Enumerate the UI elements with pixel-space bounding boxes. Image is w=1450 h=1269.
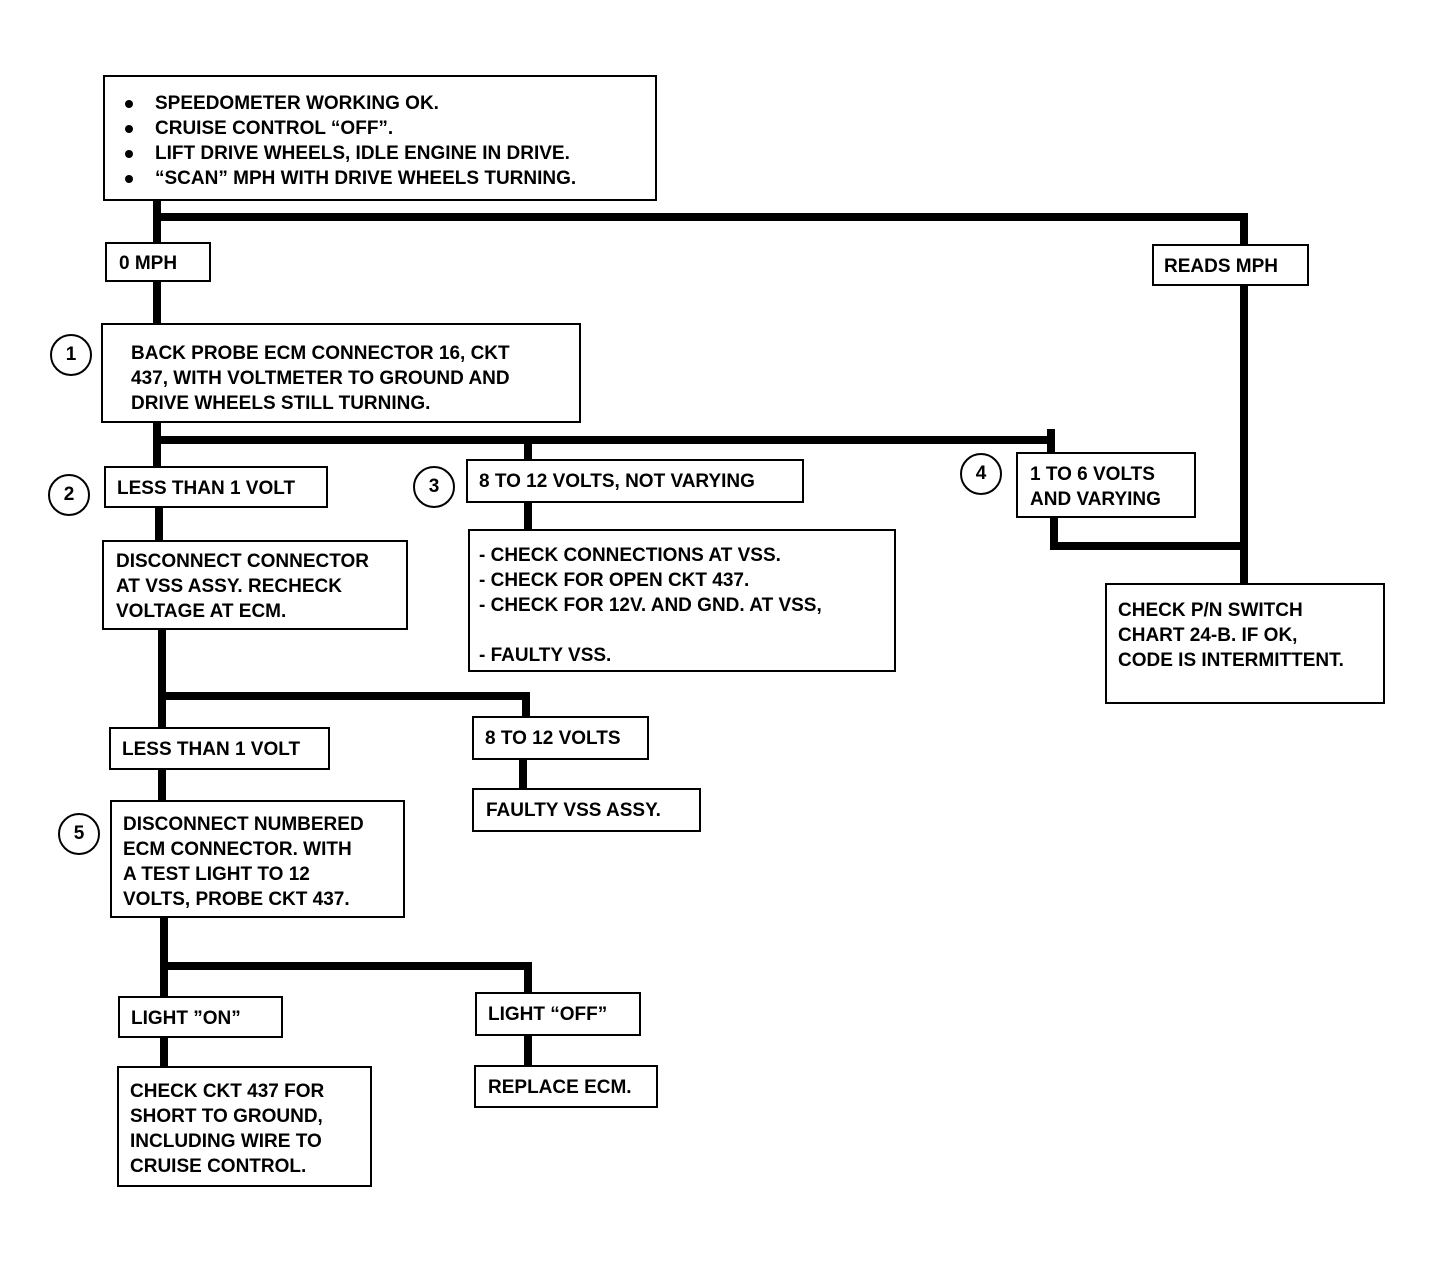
faulty-vss-assy-label: FAULTY VSS ASSY. [486, 800, 661, 821]
step-1-marker: 1 [50, 334, 92, 376]
condition-item: CRUISE CONTROL “OFF”. [115, 116, 655, 141]
less-than-1-volt-label: LESS THAN 1 VOLT [122, 739, 301, 760]
step-3-box: 8 TO 12 VOLTS, NOT VARYING [466, 459, 804, 503]
vss-checks-box: - CHECK CONNECTIONS AT VSS. - CHECK FOR … [468, 529, 896, 672]
disconnect-vss-box: DISCONNECT CONNECTOR AT VSS ASSY. RECHEC… [102, 540, 408, 630]
start-conditions-box: SPEEDOMETER WORKING OK. CRUISE CONTROL “… [103, 75, 657, 201]
condition-item: LIFT DRIVE WHEELS, IDLE ENGINE IN DRIVE. [115, 141, 655, 166]
connector-line [158, 768, 166, 802]
vss-check-line [479, 618, 894, 643]
eight-to-12-volts-label: 8 TO 12 VOLTS [485, 728, 621, 749]
replace-ecm-label: REPLACE ECM. [488, 1077, 632, 1098]
disconnect-vss-line: AT VSS ASSY. RECHECK [116, 576, 342, 597]
zero-mph-box: 0 MPH [105, 242, 211, 282]
connector-line [153, 213, 1248, 221]
step-3-marker: 3 [413, 466, 455, 508]
connector-line [524, 436, 532, 461]
step-2-marker: 2 [48, 474, 90, 516]
connector-line [1047, 429, 1055, 455]
step-1-box: BACK PROBE ECM CONNECTOR 16, CKT 437, WI… [101, 323, 581, 423]
connector-line [153, 420, 161, 472]
connector-line [1050, 515, 1058, 550]
reads-mph-box: READS MPH [1152, 244, 1309, 286]
connector-line [519, 757, 527, 791]
vss-check-line: - CHECK FOR 12V. AND GND. AT VSS, [479, 595, 822, 616]
reads-mph-label: READS MPH [1164, 256, 1279, 277]
check-pn-switch-box: CHECK P/N SWITCH CHART 24-B. IF OK, CODE… [1105, 583, 1385, 704]
step-5-line: A TEST LIGHT TO 12 [123, 864, 310, 885]
vss-check-line: - FAULTY VSS. [479, 645, 612, 666]
connector-line [524, 962, 532, 994]
light-on-box: LIGHT ”ON” [118, 996, 283, 1038]
check-pn-line: CHECK P/N SWITCH [1118, 600, 1303, 621]
light-off-box: LIGHT “OFF” [475, 992, 641, 1036]
step-5-marker: 5 [58, 813, 100, 855]
step-1-line: BACK PROBE ECM CONNECTOR 16, CKT [131, 343, 510, 364]
step-2-label: LESS THAN 1 VOLT [117, 478, 296, 499]
connector-line [153, 198, 161, 244]
disconnect-vss-line: DISCONNECT CONNECTOR [116, 551, 369, 572]
disconnect-vss-line: VOLTAGE AT ECM. [116, 601, 287, 622]
connector-line [160, 1035, 168, 1069]
connector-line [1240, 213, 1248, 246]
less-than-1-volt-box-b: LESS THAN 1 VOLT [109, 727, 330, 770]
connector-line [524, 1034, 532, 1067]
step-5-line: DISCONNECT NUMBERED [123, 814, 364, 835]
eight-to-12-volts-box: 8 TO 12 VOLTS [472, 716, 649, 760]
connector-line [153, 280, 161, 326]
step-5-line: ECM CONNECTOR. WITH [123, 839, 352, 860]
step-3-label: 8 TO 12 VOLTS, NOT VARYING [479, 471, 755, 492]
step-1-line: DRIVE WHEELS STILL TURNING. [131, 393, 431, 414]
connector-line [155, 505, 163, 542]
light-off-label: LIGHT “OFF” [488, 1004, 608, 1025]
connector-line [524, 501, 532, 531]
connector-line [522, 692, 530, 718]
step-5-line: VOLTS, PROBE CKT 437. [123, 889, 350, 910]
condition-item: SPEEDOMETER WORKING OK. [115, 91, 655, 116]
vss-check-line: - CHECK FOR OPEN CKT 437. [479, 570, 750, 591]
light-on-label: LIGHT ”ON” [131, 1008, 241, 1029]
step-4-marker: 4 [960, 453, 1002, 495]
check-short-line: SHORT TO GROUND, [130, 1106, 323, 1127]
connector-line [1050, 542, 1248, 550]
step-5-box: DISCONNECT NUMBERED ECM CONNECTOR. WITH … [110, 800, 405, 918]
connector-line [1240, 283, 1248, 585]
connector-line [160, 916, 168, 998]
vss-check-line: - CHECK CONNECTIONS AT VSS. [479, 545, 781, 566]
connector-line [158, 626, 166, 730]
check-pn-line: CODE IS INTERMITTENT. [1118, 650, 1344, 671]
step-4-line: AND VARYING [1030, 489, 1161, 510]
faulty-vss-assy-box: FAULTY VSS ASSY. [472, 788, 701, 832]
check-pn-line: CHART 24-B. IF OK, [1118, 625, 1298, 646]
check-short-line: CHECK CKT 437 FOR [130, 1081, 325, 1102]
connector-line [158, 692, 530, 700]
connector-line [153, 436, 1055, 444]
step-2-box: LESS THAN 1 VOLT [104, 466, 328, 508]
step-4-line: 1 TO 6 VOLTS [1030, 464, 1155, 485]
connector-line [160, 962, 532, 970]
replace-ecm-box: REPLACE ECM. [474, 1065, 658, 1108]
step-4-box: 1 TO 6 VOLTS AND VARYING [1016, 452, 1196, 518]
zero-mph-label: 0 MPH [119, 253, 178, 274]
check-short-box: CHECK CKT 437 FOR SHORT TO GROUND, INCLU… [117, 1066, 372, 1187]
step-1-line: 437, WITH VOLTMETER TO GROUND AND [131, 368, 510, 389]
check-short-line: CRUISE CONTROL. [130, 1156, 307, 1177]
check-short-line: INCLUDING WIRE TO [130, 1131, 322, 1152]
condition-item: “SCAN” MPH WITH DRIVE WHEELS TURNING. [115, 166, 655, 191]
